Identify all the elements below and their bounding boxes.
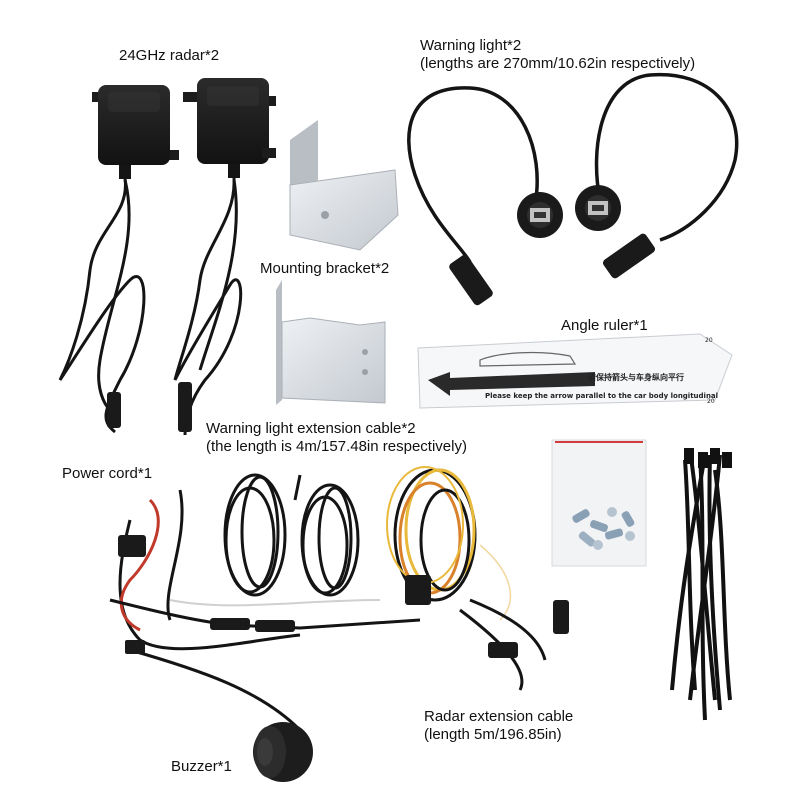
radar-extension-length-label: (length 5m/196.85in) [424, 726, 562, 743]
warning-light-connectors [449, 233, 656, 306]
warning-light-length-label: (lengths are 270mm/10.62in respectively) [420, 55, 696, 72]
inline-connector-1 [210, 618, 250, 630]
ruler-arrow-text-cn: 请保持箭头与车身纵向平行 [588, 372, 684, 382]
radar-extension-cable-coil [386, 466, 547, 691]
extension-cable-label: Warning light extension cable*2 [206, 420, 416, 437]
mounting-bracket-label: Mounting bracket*2 [260, 260, 390, 277]
radar-connector-right [178, 382, 192, 432]
warning-light-cables [407, 72, 739, 263]
mounting-bracket-top [289, 120, 399, 251]
power-cord [109, 489, 421, 732]
warning-light-label: Warning light*2 [420, 37, 522, 54]
fuse-holder [118, 535, 146, 557]
buzzer-label: Buzzer*1 [171, 758, 232, 775]
power-cord-label: Power cord*1 [62, 465, 153, 482]
extension-cable-length-label: (the length is 4m/157.48in respectively) [206, 438, 467, 455]
buzzer [253, 722, 313, 782]
ruler-arrow-text: Please keep the arrow parallel to the ca… [485, 392, 718, 400]
radar-unit-right [183, 78, 276, 178]
mounting-bracket-bottom [276, 280, 386, 405]
ruler-tick-bottom: 20 [707, 398, 715, 405]
radar-cables [58, 177, 243, 436]
angle-ruler: Please keep the arrow parallel to the ca… [417, 333, 733, 409]
warning-light-right [575, 185, 621, 231]
cable-ties [670, 449, 732, 721]
radar-label: 24GHz radar*2 [119, 47, 220, 64]
cable-tie-heads [684, 448, 732, 468]
radar-extension-label: Radar extension cable [424, 708, 574, 725]
power-connector [125, 640, 145, 654]
ruler-tick-top: 20 [705, 337, 713, 344]
radar-connector-left [107, 392, 121, 428]
warning-light-left [517, 192, 563, 238]
radar-unit-left [92, 85, 179, 179]
screw-bag [551, 439, 647, 567]
radar-ext-connector [553, 600, 569, 634]
extension-cable-coils [223, 473, 360, 597]
radar-ext-connector-2 [488, 642, 518, 658]
inline-connector-2 [255, 620, 295, 632]
harness-junction [405, 575, 431, 605]
angle-ruler-label: Angle ruler*1 [561, 317, 648, 334]
